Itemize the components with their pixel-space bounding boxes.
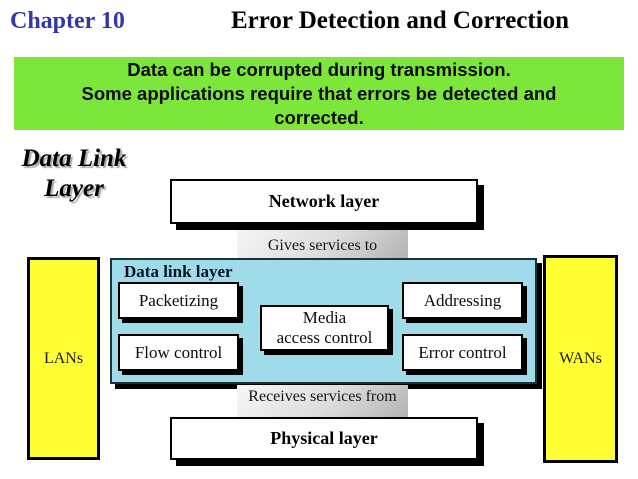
section-title-line: Data Link	[21, 145, 127, 172]
media-access-control-line: Media	[302, 308, 347, 327]
packetizing-box: Packetizing	[118, 282, 239, 319]
slide-title: Error Detection and Correction	[230, 7, 570, 34]
note-line: corrected.	[274, 106, 364, 128]
wans-box: WANs	[543, 255, 618, 463]
note-line: Some applications require that errors be…	[81, 82, 557, 104]
section-title-line: Layer	[44, 175, 104, 202]
packetizing-label: Packetizing	[138, 290, 219, 310]
chapter-label: Chapter 10	[10, 8, 125, 34]
receives-services-label: Receives services from	[248, 388, 397, 405]
network-layer-label: Network layer	[268, 191, 380, 211]
flow-control-label: Flow control	[134, 342, 223, 362]
wans-label: WANs	[559, 350, 602, 367]
media-access-control-line: access control	[276, 328, 373, 347]
addressing-box: Addressing	[402, 282, 523, 319]
lans-label: LANs	[43, 349, 84, 367]
receives-services-connector: Receives services from	[237, 385, 408, 417]
gives-services-label: Gives services to	[267, 237, 378, 254]
addressing-label: Addressing	[423, 290, 502, 310]
gives-services-connector: Gives services to	[237, 224, 408, 258]
section-title: Data Link Layer	[0, 144, 148, 204]
error-control-label: Error control	[418, 342, 507, 362]
error-control-box: Error control	[402, 334, 523, 371]
note-line: Data can be corrupted during transmissio…	[127, 58, 511, 80]
media-access-control-box: Media access control	[260, 305, 389, 351]
physical-layer-label: Physical layer	[270, 428, 378, 448]
data-link-layer-label: Data link layer	[124, 262, 233, 281]
flow-control-box: Flow control	[118, 334, 239, 371]
lans-box: LANs	[27, 257, 100, 460]
note-box: Data can be corrupted during transmissio…	[14, 57, 624, 130]
data-link-layer-panel: Data link layer Packetizing Addressing M…	[110, 258, 537, 384]
physical-layer-box: Physical layer	[170, 417, 478, 460]
network-layer-box: Network layer	[170, 179, 478, 224]
